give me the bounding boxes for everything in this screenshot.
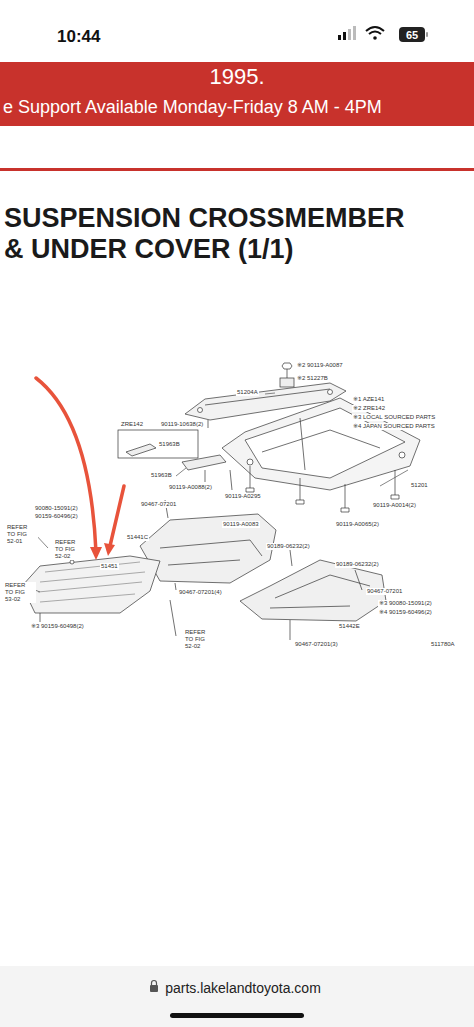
figure-id: 511780A <box>430 641 456 648</box>
part-number: 90189-06232(2) <box>335 561 380 568</box>
part-number: 51201 <box>410 482 429 489</box>
figure-reference: REFER TO FIG 52-01 <box>6 524 38 545</box>
part-number: 90189-06232(2) <box>266 543 311 550</box>
part-number: 90119-A0295 <box>224 493 262 500</box>
status-icons <box>338 26 428 42</box>
note-text: ※4 JAPAN SOURCED PARTS <box>352 423 436 430</box>
part-number: 90080-15091(2) <box>34 505 79 512</box>
url-bar <box>0 966 474 1027</box>
part-number: 51442E <box>338 623 361 630</box>
part-number: ※3 90080-15091(2) <box>378 600 433 607</box>
status-time: 10:44 <box>57 27 100 47</box>
note-text: ※3 LOCAL SOURCED PARTS <box>352 414 436 421</box>
part-number: 51204A <box>236 389 259 396</box>
part-number: ※3 90159-60498(2) <box>30 623 85 630</box>
part-number: 90119-A0083 <box>222 521 260 528</box>
part-number: 90119-A0088(2) <box>168 484 213 491</box>
note-text: ※2 ZRE142 <box>352 405 386 412</box>
part-number: ※2 90119-A0087 <box>296 362 344 369</box>
part-number: 51963B <box>158 441 181 448</box>
part-number: 90159-60496(2) <box>34 513 79 520</box>
part-number: 90119-10638(2) <box>160 421 204 428</box>
figure-reference: REFER TO FIG 52-02 <box>54 539 86 560</box>
diagram-ground <box>0 330 474 652</box>
parts-drawing <box>22 363 420 640</box>
note-text: ※1 AZE141 <box>352 396 385 403</box>
banner-text: 1995. <box>0 64 474 89</box>
part-number: ※4 90159-60496(2) <box>378 609 433 616</box>
divider <box>0 168 474 171</box>
lock-icon <box>150 985 158 992</box>
figure-reference: REFER TO FIG 52-02 <box>184 629 216 650</box>
battery-level: 65 <box>399 28 425 43</box>
home-indicator <box>170 1013 304 1018</box>
part-number: 90467-07201(3) <box>294 641 339 648</box>
page-title: SUSPENSION CROSSMEMBER & UNDER COVER (1/… <box>4 203 419 265</box>
annotation-arrow <box>36 378 124 560</box>
part-number: 90467-07201(4) <box>178 589 223 596</box>
banner <box>0 62 474 126</box>
part-number: 90467-07201 <box>140 501 177 508</box>
part-number: 51451 <box>100 563 119 570</box>
url-text: parts.lakelandtoyota.com <box>0 980 474 996</box>
part-number: 51441C <box>126 534 149 541</box>
part-number: 90119-A0014(2) <box>372 502 417 509</box>
part-number: 90467-07201 <box>366 588 403 595</box>
part-number: 90119-A0065(2) <box>335 521 380 528</box>
part-number: ※2 51227B <box>296 375 329 382</box>
part-number: 51963B <box>150 472 173 479</box>
variant-label: ZRE142 <box>120 421 144 428</box>
figure-reference: REFER TO FIG 53-02 <box>4 582 36 603</box>
banner-text: e Support Available Monday-Friday 8 AM -… <box>3 97 382 118</box>
